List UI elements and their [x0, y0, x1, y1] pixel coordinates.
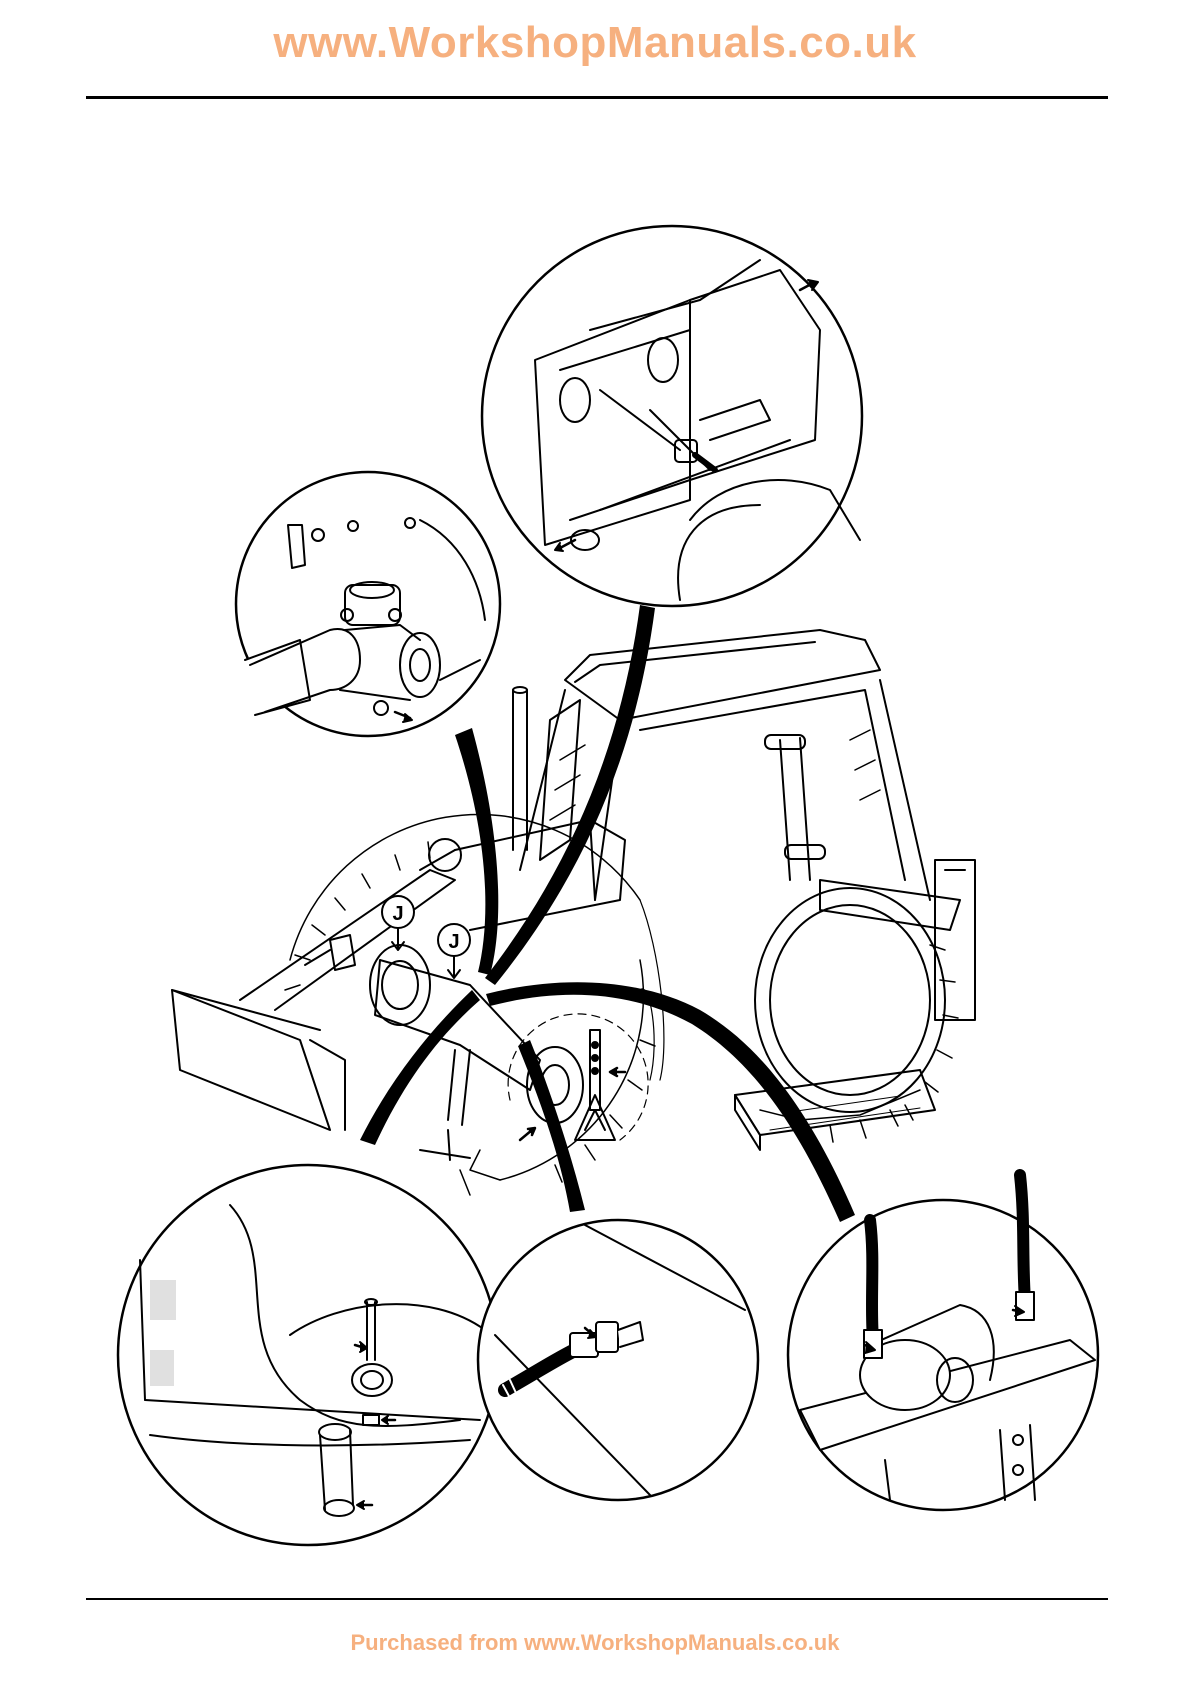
callout-axle-trunnion	[482, 226, 862, 606]
marker-j-left: J	[382, 896, 414, 950]
marker-j-right: J	[438, 924, 470, 978]
tractor-bonnet	[420, 820, 625, 930]
stabiliser-leg	[935, 860, 975, 1020]
footer-purchase-text: Purchased from www.WorkshopManuals.co.uk	[0, 1630, 1190, 1656]
callout-hydraulic-hose	[478, 1220, 758, 1500]
callout-ram-hoses	[788, 1175, 1098, 1510]
svg-text:J: J	[392, 903, 403, 925]
tractor-cab	[520, 630, 960, 930]
loader-bucket	[172, 990, 345, 1130]
callout-pivot-pin	[118, 1165, 498, 1545]
axle-hub-dashed-callout	[508, 1014, 648, 1140]
footer-divider	[86, 1598, 1108, 1600]
callout-propshaft-flange	[236, 472, 500, 736]
exhaust-stack	[513, 687, 527, 850]
svg-text:J: J	[448, 931, 459, 953]
